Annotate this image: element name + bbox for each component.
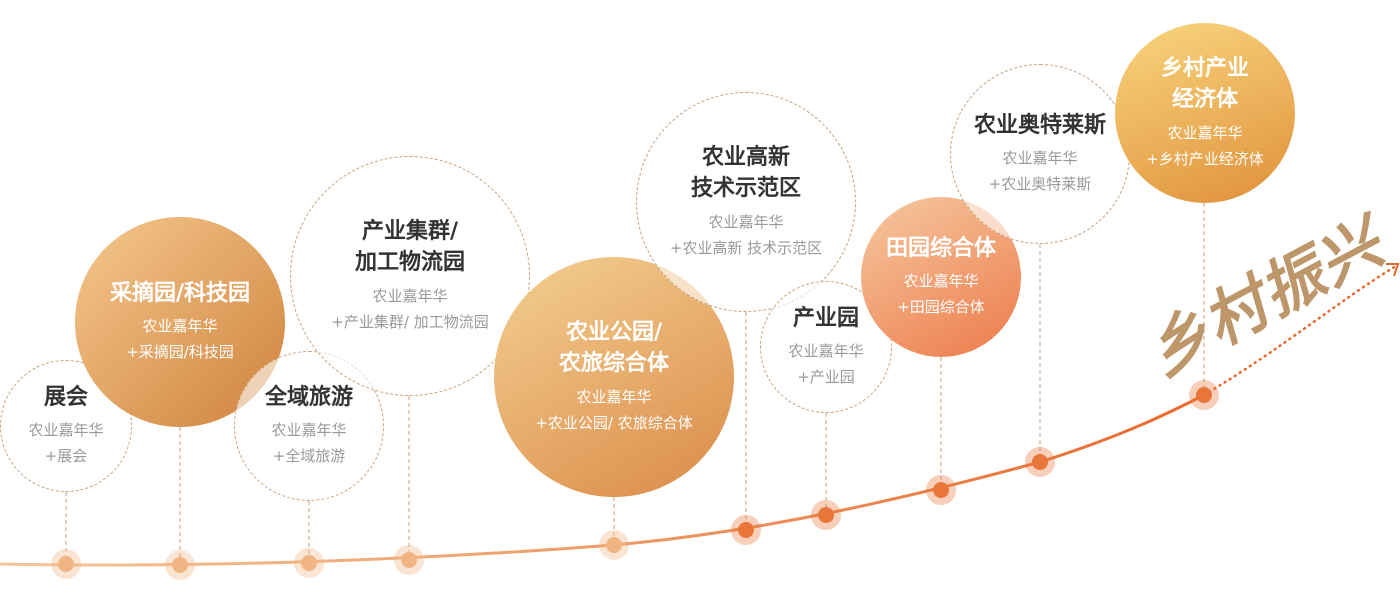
timeline-curve xyxy=(0,393,1205,567)
stage-title: 乡村产业 经济体 xyxy=(1160,56,1249,112)
stage-title: 产业园 xyxy=(792,305,859,331)
timeline-dot xyxy=(301,555,317,571)
stage-line1: 农业嘉年华 xyxy=(903,272,979,291)
stage-line2: +农业公园/ 农旅综合体 xyxy=(535,413,693,432)
stage-title: 农业公园/ 农旅综合体 xyxy=(558,320,669,376)
stage-title: 采摘园/科技园 xyxy=(109,280,251,306)
stage-subtitle: 农业嘉年华 +农业高新 技术示范区 xyxy=(670,209,822,261)
stage-node: 产业集群/ 加工物流园 农业嘉年华 +产业集群/ 加工物流园 xyxy=(290,156,530,396)
stage-line2: +田园综合体 xyxy=(897,298,985,317)
stage-line2: +产业集群/ 加工物流园 xyxy=(331,312,489,331)
timeline-dot xyxy=(172,557,188,573)
stage-line1: 农业嘉年华 xyxy=(1167,123,1243,142)
timeline-dot xyxy=(58,556,74,572)
stage-node: 田园综合体 农业嘉年华 +田园综合体 xyxy=(861,197,1021,357)
stage-line1: 农业嘉年华 xyxy=(1002,149,1078,168)
stage-title: 农业高新 技术示范区 xyxy=(690,145,801,201)
stage-line2: +采摘园/科技园 xyxy=(126,343,234,362)
stage-line1: 农业嘉年华 xyxy=(28,421,104,440)
timeline-dot xyxy=(401,552,417,568)
timeline-dot xyxy=(1196,387,1212,403)
timeline-dot xyxy=(606,537,622,553)
stage-line1: 农业嘉年华 xyxy=(142,317,218,336)
stage-node: 农业高新 技术示范区 农业嘉年华 +农业高新 技术示范区 xyxy=(636,92,856,312)
stage-line2: +农业高新 技术示范区 xyxy=(669,238,823,257)
stage-subtitle: 农业嘉年华 +全域旅游 xyxy=(271,417,346,469)
stage-title: 田园综合体 xyxy=(885,235,996,261)
stage-subtitle: 农业嘉年华 +产业园 xyxy=(788,338,863,390)
stage-subtitle: 农业嘉年华 +田园综合体 xyxy=(897,268,985,320)
stage-subtitle: 农业嘉年华 +乡村产业经济体 xyxy=(1146,120,1264,172)
stage-node: 乡村产业 经济体 农业嘉年华 +乡村产业经济体 xyxy=(1115,23,1295,203)
stage-line1: 农业嘉年华 xyxy=(708,212,784,231)
timeline-dot xyxy=(818,507,834,523)
stage-line1: 农业嘉年华 xyxy=(271,421,347,440)
timeline-dot xyxy=(738,522,754,538)
stage-subtitle: 农业嘉年华 +采摘园/科技园 xyxy=(126,313,234,365)
stage-title: 产业集群/ 加工物流园 xyxy=(354,219,465,275)
stage-node: 采摘园/科技园 农业嘉年华 +采摘园/科技园 xyxy=(75,217,285,427)
stage-title: 农业奥特莱斯 xyxy=(973,112,1106,138)
stage-subtitle: 农业嘉年华 +产业集群/ 加工物流园 xyxy=(331,283,488,335)
stage-subtitle: 农业嘉年华 +展会 xyxy=(28,417,103,469)
stage-line2: +乡村产业经济体 xyxy=(1146,149,1264,168)
stage-subtitle: 农业嘉年华 +农业奥特莱斯 xyxy=(989,145,1092,197)
stage-line2: +产业园 xyxy=(797,368,855,387)
stage-line1: 农业嘉年华 xyxy=(372,286,448,305)
timeline-dot xyxy=(1032,454,1048,470)
stage-title: 全域旅游 xyxy=(264,384,353,410)
stage-title: 展会 xyxy=(43,384,88,410)
stage-line1: 农业嘉年华 xyxy=(576,387,652,406)
stage-line2: +农业奥特莱斯 xyxy=(988,175,1092,194)
timeline-dot xyxy=(933,482,949,498)
stage-subtitle: 农业嘉年华 +农业公园/ 农旅综合体 xyxy=(535,384,692,436)
stage-node: 农业奥特莱斯 农业嘉年华 +农业奥特莱斯 xyxy=(950,64,1130,244)
stage-line2: +全域旅游 xyxy=(272,447,346,466)
timeline-dotted-extension xyxy=(1202,264,1398,397)
arrow-head-icon xyxy=(1386,263,1400,277)
stage-line1: 农业嘉年华 xyxy=(788,342,864,361)
stage-line2: +展会 xyxy=(44,447,88,466)
